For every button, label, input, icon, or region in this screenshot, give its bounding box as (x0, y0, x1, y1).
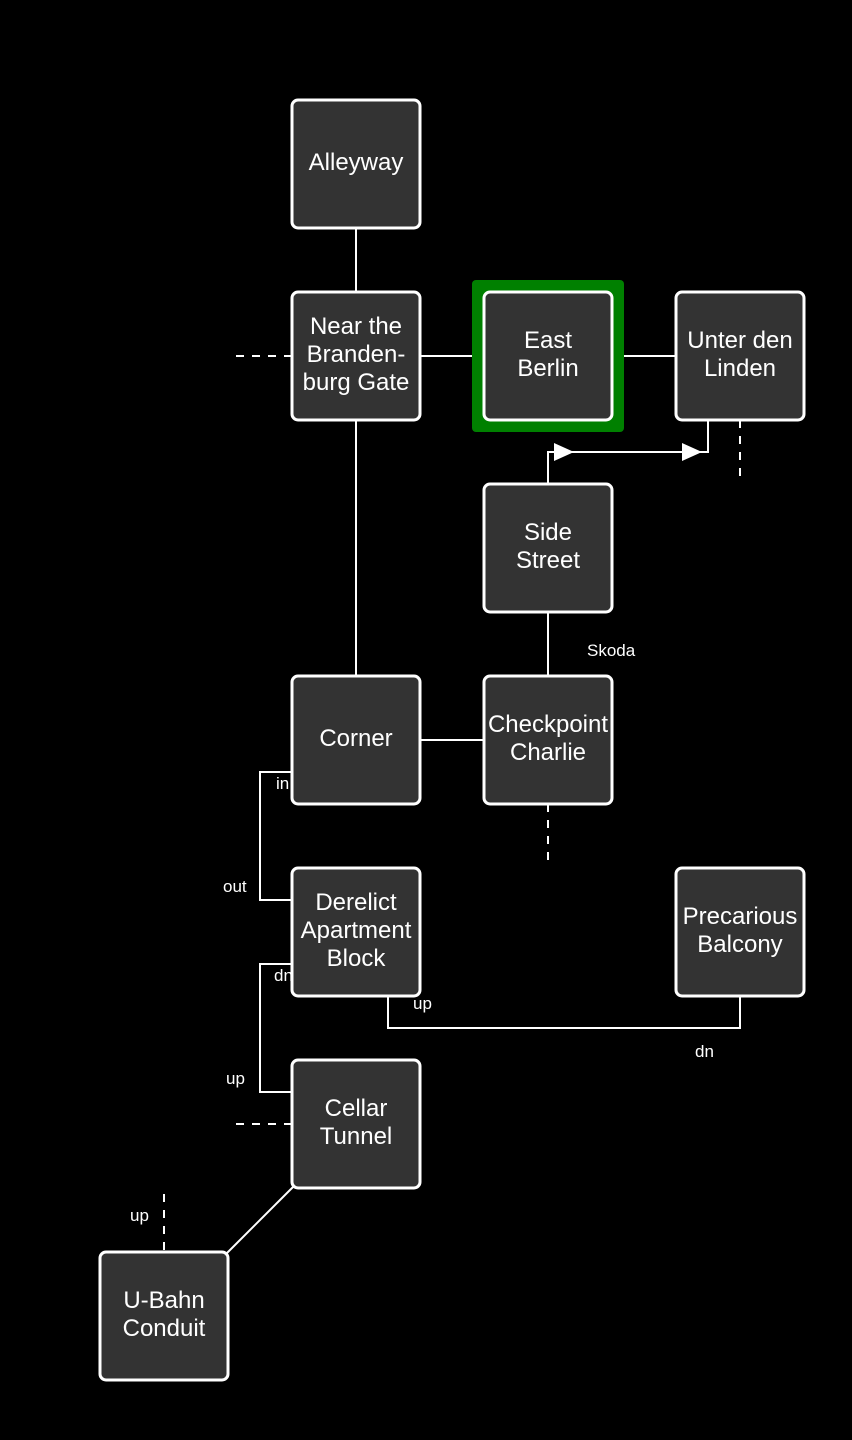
connection-derelict-balcony (387, 996, 741, 1029)
svg-text:U-Bahn: U-Bahn (123, 1287, 204, 1314)
svg-text:Block: Block (327, 945, 387, 972)
svg-text:Near the: Near the (310, 313, 402, 340)
svg-text:Corner: Corner (319, 725, 392, 752)
room-label-line: Street (516, 547, 580, 574)
room-label-line: Conduit (123, 1315, 206, 1342)
svg-text:Conduit: Conduit (123, 1315, 206, 1342)
label-skoda: Skoda (587, 641, 636, 660)
room-label-line: Balcony (697, 931, 782, 958)
room-label-line: Cellar (325, 1095, 388, 1122)
connection-labels: Skoda in out dn up up dn up (130, 641, 714, 1225)
label-derelict-out: out (223, 877, 247, 896)
label-cellar-up: up (226, 1069, 245, 1088)
label-ubahn-up: up (130, 1206, 149, 1225)
svg-text:Berlin: Berlin (517, 355, 578, 382)
room-label-line: Charlie (510, 739, 586, 766)
svg-text:Balcony: Balcony (697, 931, 782, 958)
label-balcony-dn: dn (695, 1042, 714, 1061)
room-derelict-apartment-block[interactable]: Derelict Apartment Block (290, 866, 422, 998)
svg-text:Linden: Linden (704, 355, 776, 382)
svg-text:Charlie: Charlie (510, 739, 586, 766)
room-unter-den-linden[interactable]: Unter den Linden (674, 290, 806, 422)
room-label-line: Near the (310, 313, 402, 340)
room-label-line: burg Gate (303, 369, 410, 396)
svg-text:Derelict: Derelict (315, 889, 397, 916)
room-label-line: Derelict (315, 889, 397, 916)
room-corner[interactable]: Corner (290, 674, 422, 806)
room-label-line: Precarious (683, 903, 798, 930)
svg-text:Branden-: Branden- (307, 341, 406, 368)
room-label-line: Berlin (517, 355, 578, 382)
room-ubahn-conduit[interactable]: U-Bahn Conduit (98, 1250, 230, 1382)
room-label-line: Apartment (301, 917, 412, 944)
svg-text:Unter den: Unter den (687, 327, 792, 354)
svg-text:Tunnel: Tunnel (320, 1123, 393, 1150)
label-derelict-up: up (413, 994, 432, 1013)
svg-text:Alleyway: Alleyway (309, 149, 404, 176)
label-derelict-dn: dn (274, 966, 293, 985)
svg-text:East: East (524, 327, 572, 354)
svg-text:Checkpoint: Checkpoint (488, 711, 608, 738)
room-label-line: Checkpoint (488, 711, 608, 738)
svg-text:Cellar: Cellar (325, 1095, 388, 1122)
room-cellar-tunnel[interactable]: Cellar Tunnel (290, 1058, 422, 1190)
room-near-brandenburg-gate[interactable]: Near the Branden- burg Gate (290, 290, 422, 422)
label-corner-in: in (276, 774, 289, 793)
room-label-line: Side (524, 519, 572, 546)
svg-text:Street: Street (516, 547, 580, 574)
room-side-street[interactable]: Side Street (482, 482, 614, 614)
room-checkpoint-charlie[interactable]: Checkpoint Charlie (482, 674, 614, 806)
svg-text:Apartment: Apartment (301, 917, 412, 944)
room-label-line: Branden- (307, 341, 406, 368)
room-label-line: Unter den (687, 327, 792, 354)
room-precarious-balcony[interactable]: Precarious Balcony (674, 866, 806, 998)
svg-text:Precarious: Precarious (683, 903, 798, 930)
svg-text:Side: Side (524, 519, 572, 546)
connections (163, 228, 741, 1255)
room-east-berlin[interactable]: East Berlin (482, 290, 614, 422)
svg-text:burg Gate: burg Gate (303, 369, 410, 396)
room-label-line: Corner (319, 725, 392, 752)
room-label-line: Linden (704, 355, 776, 382)
room-label-line: U-Bahn (123, 1287, 204, 1314)
connection-cellar-ubahn (225, 1185, 295, 1255)
oneway-arrow-icon (554, 443, 574, 461)
room-label-line: East (524, 327, 572, 354)
connection-derelict-cellar (259, 963, 292, 1093)
room-label-line: Tunnel (320, 1123, 393, 1150)
room-alleyway[interactable]: Alleyway (290, 98, 422, 230)
room-label-line: Block (327, 945, 387, 972)
oneway-arrow-icon (682, 443, 702, 461)
connection-corner-derelict (259, 771, 292, 901)
connection-sidestreet-unterdenlinden (547, 420, 709, 484)
room-label-line: Alleyway (309, 149, 404, 176)
